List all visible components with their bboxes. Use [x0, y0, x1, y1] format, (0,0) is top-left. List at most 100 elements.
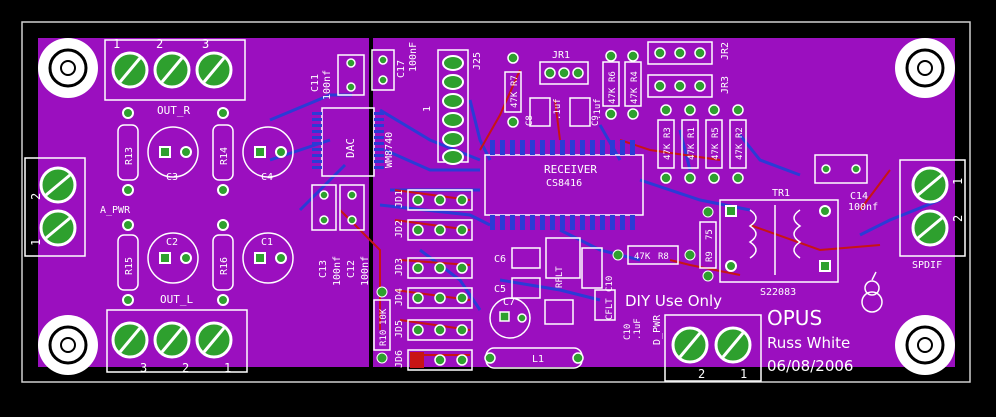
board-author: Russ White	[767, 334, 850, 352]
tr1-part: S22083	[760, 287, 796, 298]
r4-value: 47K	[630, 87, 640, 104]
out-l-label: OUT_L	[160, 293, 193, 306]
c8-value: .1uf	[553, 98, 563, 120]
c2-label: C2	[166, 237, 178, 248]
transformer-tr1: TR1 S22083	[719, 188, 839, 298]
out-r-connector: 1 2 3 OUT_R	[104, 37, 246, 117]
a-pwr-pin-1: 1	[29, 239, 43, 246]
out-r-pin-3: 3	[202, 37, 209, 51]
c4-label: C4	[261, 172, 273, 183]
r10-label: R10	[379, 330, 389, 346]
jr-jumpers	[539, 41, 713, 98]
jd6-label: JD6	[394, 350, 405, 368]
c17-label: C17	[396, 60, 407, 78]
left-resistors	[117, 124, 234, 291]
r10-resistor: R10 10K	[373, 286, 391, 364]
dac-part: WM8740	[384, 132, 395, 168]
board-date: 06/08/2006	[767, 357, 853, 375]
a-pwr-connector: 2 1 A_PWR	[24, 157, 131, 257]
pour-split	[369, 38, 373, 368]
left-resistor-pads	[122, 107, 229, 306]
r8-value: 47K	[634, 252, 651, 262]
spdif-connector: 1 2 SPDIF	[899, 159, 966, 271]
lower-mid-pads	[484, 311, 584, 364]
jr2-label: JR2	[720, 42, 731, 60]
receiver-chip: RECEIVER CS8416	[484, 140, 644, 230]
rflt-label: RFLT	[555, 266, 565, 288]
c11-label: C11	[310, 74, 321, 92]
c13-label: C13	[318, 260, 329, 278]
spdif-label: SPDIF	[912, 260, 942, 271]
c9-value: .1uf	[593, 98, 603, 120]
r4-label: R4	[630, 71, 640, 82]
spdif-pin-2: 2	[951, 215, 965, 222]
dac-chip: DAC WM8740	[312, 107, 395, 177]
dac-name: DAC	[344, 138, 357, 158]
r10-value: 10K	[379, 308, 389, 325]
jr3-label: JR3	[720, 76, 731, 94]
c5-label: C5	[494, 284, 506, 295]
c1-label: C1	[261, 237, 273, 248]
r7-label: R7	[510, 75, 520, 86]
out-r-pin-1: 1	[113, 37, 120, 51]
r3-value: 47K	[663, 143, 673, 160]
c10-small-label: C10	[605, 276, 615, 292]
c3-label: C3	[166, 172, 178, 183]
d-pwr-pin-1: 1	[740, 367, 747, 381]
board-title: OPUS	[767, 306, 822, 330]
jd3-label: JD3	[394, 258, 405, 276]
c7-label: C7	[503, 297, 515, 308]
c11-value: 100nf	[322, 70, 333, 100]
r5-label: R5	[711, 127, 721, 138]
jd1-label: JD1	[394, 190, 405, 208]
out-l-pin-3: 3	[140, 361, 147, 375]
r1-label: R1	[687, 127, 697, 138]
r2-label: R2	[735, 127, 745, 138]
jd-jumpers: JD1 JD2 JD3 JD4 JD5 JD6	[394, 189, 473, 371]
upper-resistors	[504, 61, 747, 169]
c9-label: C9	[591, 115, 601, 126]
a-pwr-pin-2: 2	[29, 193, 43, 200]
jr-pads	[544, 47, 706, 92]
c13-value: 100nf	[332, 256, 343, 286]
out-l-pin-2: 2	[182, 361, 189, 375]
c6-label: C6	[494, 254, 506, 265]
c17-value: 100nF	[408, 42, 419, 72]
r1-value: 47K	[687, 143, 697, 160]
r5-value: 47K	[711, 143, 721, 160]
electrolytic-caps	[147, 126, 294, 284]
tr1-label: TR1	[772, 188, 790, 199]
jd2-label: JD2	[394, 220, 405, 238]
out-r-pin-2: 2	[156, 37, 163, 51]
out-l-pin-1: 1	[224, 361, 231, 375]
small-cap-pads	[319, 55, 861, 225]
d-pwr-label: D_PWR	[652, 314, 663, 345]
j25-header: J25 1	[422, 49, 483, 165]
r6-label: R6	[608, 71, 618, 82]
c12-value: 100nf	[360, 256, 371, 286]
r13-label: R13	[124, 147, 135, 165]
cap-pads	[159, 146, 287, 264]
c14-label: C14	[850, 191, 868, 202]
board-outline	[21, 21, 971, 383]
receiver-part: CS8416	[546, 178, 582, 189]
cflt-label: CFLT	[605, 298, 615, 320]
mount-holes	[38, 38, 955, 375]
a-pwr-label: A_PWR	[100, 205, 131, 216]
c12-label: C12	[346, 260, 357, 278]
out-r-label: OUT_R	[157, 104, 190, 117]
r9-value: 75	[705, 229, 715, 240]
r8-r9: 47K R8 R9 75	[612, 206, 717, 282]
spdif-pin-1: 1	[951, 178, 965, 185]
jd4-label: JD4	[394, 288, 405, 306]
r2-value: 47K	[735, 143, 745, 160]
d-pwr-connector: 2 1 D_PWR	[652, 314, 762, 382]
out-l-connector: 3 2 1 OUT_L	[106, 293, 248, 375]
copper-pour	[38, 38, 955, 367]
upper-resistor-pads	[507, 50, 744, 184]
r16-label: R16	[219, 257, 230, 275]
notice-text: DIY Use Only	[625, 292, 722, 310]
c10-label: C10	[623, 324, 633, 340]
c10-value: .1uF	[633, 318, 643, 340]
